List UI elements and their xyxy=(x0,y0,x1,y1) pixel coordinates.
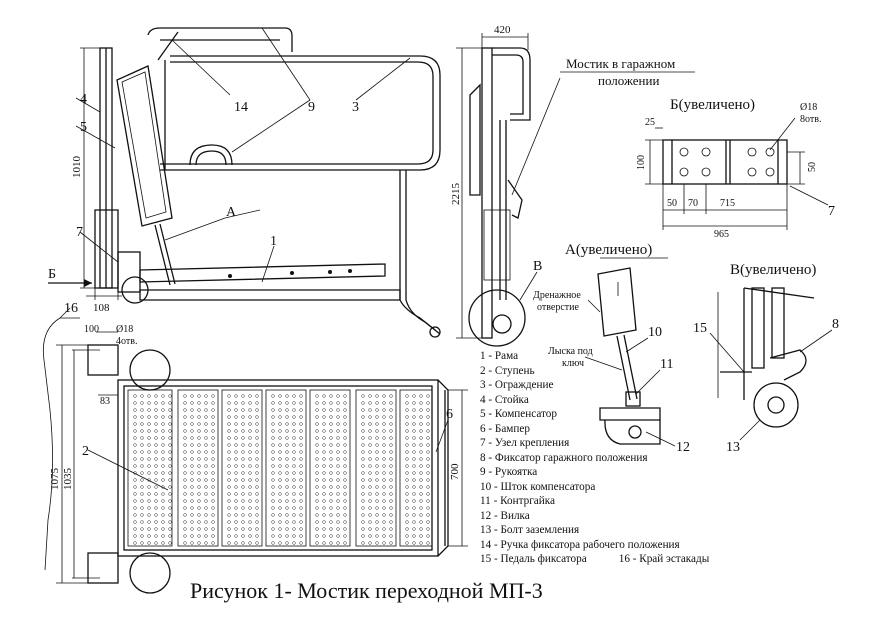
legend-item: 7 - Узел крепления xyxy=(480,437,570,449)
view-b-title: Б(увеличено) xyxy=(670,97,755,113)
legend-item: 10 - Шток компенсатора xyxy=(480,480,596,493)
dim-d18: Ø18 xyxy=(116,324,133,335)
callout-1: 1 xyxy=(270,234,277,249)
garage-note-line2: положении xyxy=(598,73,659,88)
dim-100: 100 xyxy=(84,324,99,335)
view-v-arrow-label: В xyxy=(533,259,542,274)
callout-2: 2 xyxy=(82,444,89,459)
step-panels xyxy=(127,389,433,547)
dim-50: 50 xyxy=(667,198,677,209)
dim-1035: 1035 xyxy=(62,468,74,491)
view-a xyxy=(584,257,676,447)
parts-legend: 1 - Рама 2 - Ступень 3 - Ограждение 4 - … xyxy=(480,349,709,567)
view-b xyxy=(645,117,829,230)
callout-13: 13 xyxy=(726,440,740,455)
dim-100-b: 100 xyxy=(636,155,647,170)
legend-item: 5 - Компенсатор xyxy=(480,408,557,420)
legend-item: 1 - Рама xyxy=(480,350,519,362)
dim-700: 700 xyxy=(449,463,461,480)
garage-note-line1: Мостик в гаражном xyxy=(566,56,675,71)
callout-15: 15 xyxy=(693,321,707,336)
dim-965: 965 xyxy=(714,229,729,240)
dim-25: 25 xyxy=(645,117,655,128)
callout-10: 10 xyxy=(648,325,662,340)
callout-4: 4 xyxy=(80,92,87,107)
drain-hole-line1: Дренажное xyxy=(533,290,581,301)
legend-item: 3 - Ограждение xyxy=(480,379,554,391)
view-a-title: А(увеличено) xyxy=(565,242,652,258)
dim-70: 70 xyxy=(688,198,698,209)
view-v-title: В(увеличено) xyxy=(730,262,816,278)
dim-d18-holes: 4отв. xyxy=(116,336,137,347)
legend-item-15: 15 - Педаль фиксатора xyxy=(480,553,587,565)
callout-7: 7 xyxy=(76,225,83,240)
dim-50-right: 50 xyxy=(807,162,818,172)
legend-item: 14 - Ручка фиксатора рабочего положения xyxy=(480,538,680,551)
callout-7-b: 7 xyxy=(828,204,835,219)
callout-11: 11 xyxy=(660,357,673,372)
dim-1075: 1075 xyxy=(49,468,61,491)
legend-item: 11 - Контргайка xyxy=(480,495,555,507)
dim-2215: 2215 xyxy=(450,183,462,206)
dim-420: 420 xyxy=(494,24,511,36)
legend-item: 9 - Рукоятка xyxy=(480,466,538,478)
callout-3: 3 xyxy=(352,100,359,115)
callout-12: 12 xyxy=(676,440,690,455)
view-v xyxy=(709,287,833,441)
labels: 4 5 14 9 3 А 1 7 Б 16 1010 108 420 2215 … xyxy=(48,24,839,490)
view-b-arrow-label: Б xyxy=(48,267,56,282)
legend-item: 6 - Бампер xyxy=(480,422,530,435)
figure-caption: Рисунок 1- Мостик переходной МП-3 xyxy=(190,578,543,603)
wrench-flat-line2: ключ xyxy=(562,358,584,369)
plan-view xyxy=(42,307,468,594)
callout-A: А xyxy=(226,205,237,220)
dim-715: 715 xyxy=(720,198,735,209)
legend-item: 15 - Педаль фиксатора 16 - Край эстакады xyxy=(480,552,709,567)
dim-1010: 1010 xyxy=(71,156,83,179)
callout-9: 9 xyxy=(308,100,315,115)
wrench-flat-line1: Лыска под xyxy=(548,346,593,357)
holes-8-count: 8отв. xyxy=(800,114,821,125)
legend-item: 13 - Болт заземления xyxy=(480,524,580,536)
legend-item: 8 - Фиксатор гаражного положения xyxy=(480,451,648,464)
perforation-pattern xyxy=(133,394,430,545)
legend-item: 12 - Вилка xyxy=(480,509,530,522)
callout-6: 6 xyxy=(446,407,453,422)
legend-item-16: 16 - Край эстакады xyxy=(618,553,710,565)
end-view xyxy=(456,33,695,347)
legend-item: 4 - Стойка xyxy=(480,393,529,406)
dim-108: 108 xyxy=(93,302,110,314)
callout-5: 5 xyxy=(80,120,87,135)
callout-16: 16 xyxy=(64,301,78,316)
dim-83: 83 xyxy=(100,396,110,407)
side-view xyxy=(48,27,441,338)
legend-item: 2 - Ступень xyxy=(480,364,535,377)
bolt-holes xyxy=(679,147,775,177)
callout-8: 8 xyxy=(832,317,839,332)
holes-8: Ø18 xyxy=(800,102,817,113)
callout-14: 14 xyxy=(234,100,248,115)
drain-hole-line2: отверстие xyxy=(537,302,580,313)
